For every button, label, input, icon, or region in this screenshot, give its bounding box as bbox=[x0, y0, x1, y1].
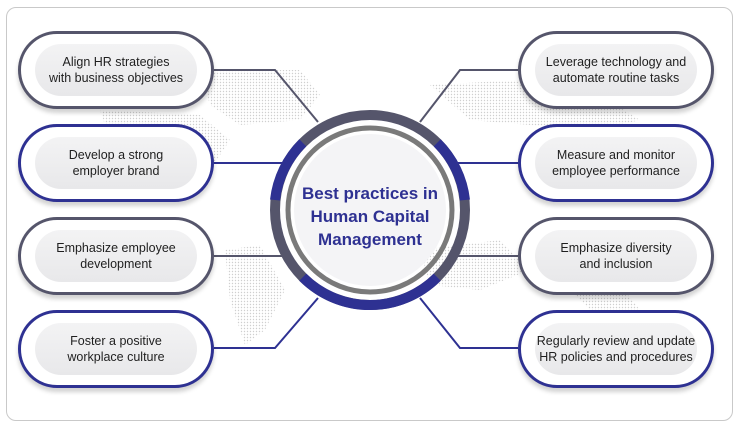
center-title: Best practices in Human Capital Manageme… bbox=[301, 184, 439, 249]
practice-leverage-technology: Leverage technology and automate routine… bbox=[518, 31, 714, 109]
practice-align-hr-strategies: Align HR strategies with business object… bbox=[18, 31, 214, 109]
practice-label: Emphasize diversity and inclusion bbox=[560, 241, 672, 271]
practice-label: Emphasize employee development bbox=[56, 241, 176, 271]
practice-label: Leverage technology and automate routine… bbox=[545, 55, 687, 85]
inner-ring bbox=[285, 125, 455, 295]
practice-measure-performance: Measure and monitor employee performance bbox=[518, 124, 714, 202]
practice-employee-development: Emphasize employee development bbox=[18, 217, 214, 295]
practice-label: Develop a strong employer brand bbox=[68, 148, 164, 178]
center-disc bbox=[294, 134, 446, 286]
practice-employer-brand: Develop a strong employer brand bbox=[18, 124, 214, 202]
practice-review-policies: Regularly review and update HR policies … bbox=[518, 310, 714, 388]
outer-ring bbox=[270, 110, 470, 310]
practice-label: Regularly review and update HR policies … bbox=[536, 334, 696, 364]
practice-label: Align HR strategies with business object… bbox=[48, 55, 184, 85]
practice-workplace-culture: Foster a positive workplace culture bbox=[18, 310, 214, 388]
practice-diversity-inclusion: Emphasize diversity and inclusion bbox=[518, 217, 714, 295]
practice-label: Foster a positive workplace culture bbox=[67, 334, 165, 364]
practice-label: Measure and monitor employee performance bbox=[552, 148, 680, 178]
